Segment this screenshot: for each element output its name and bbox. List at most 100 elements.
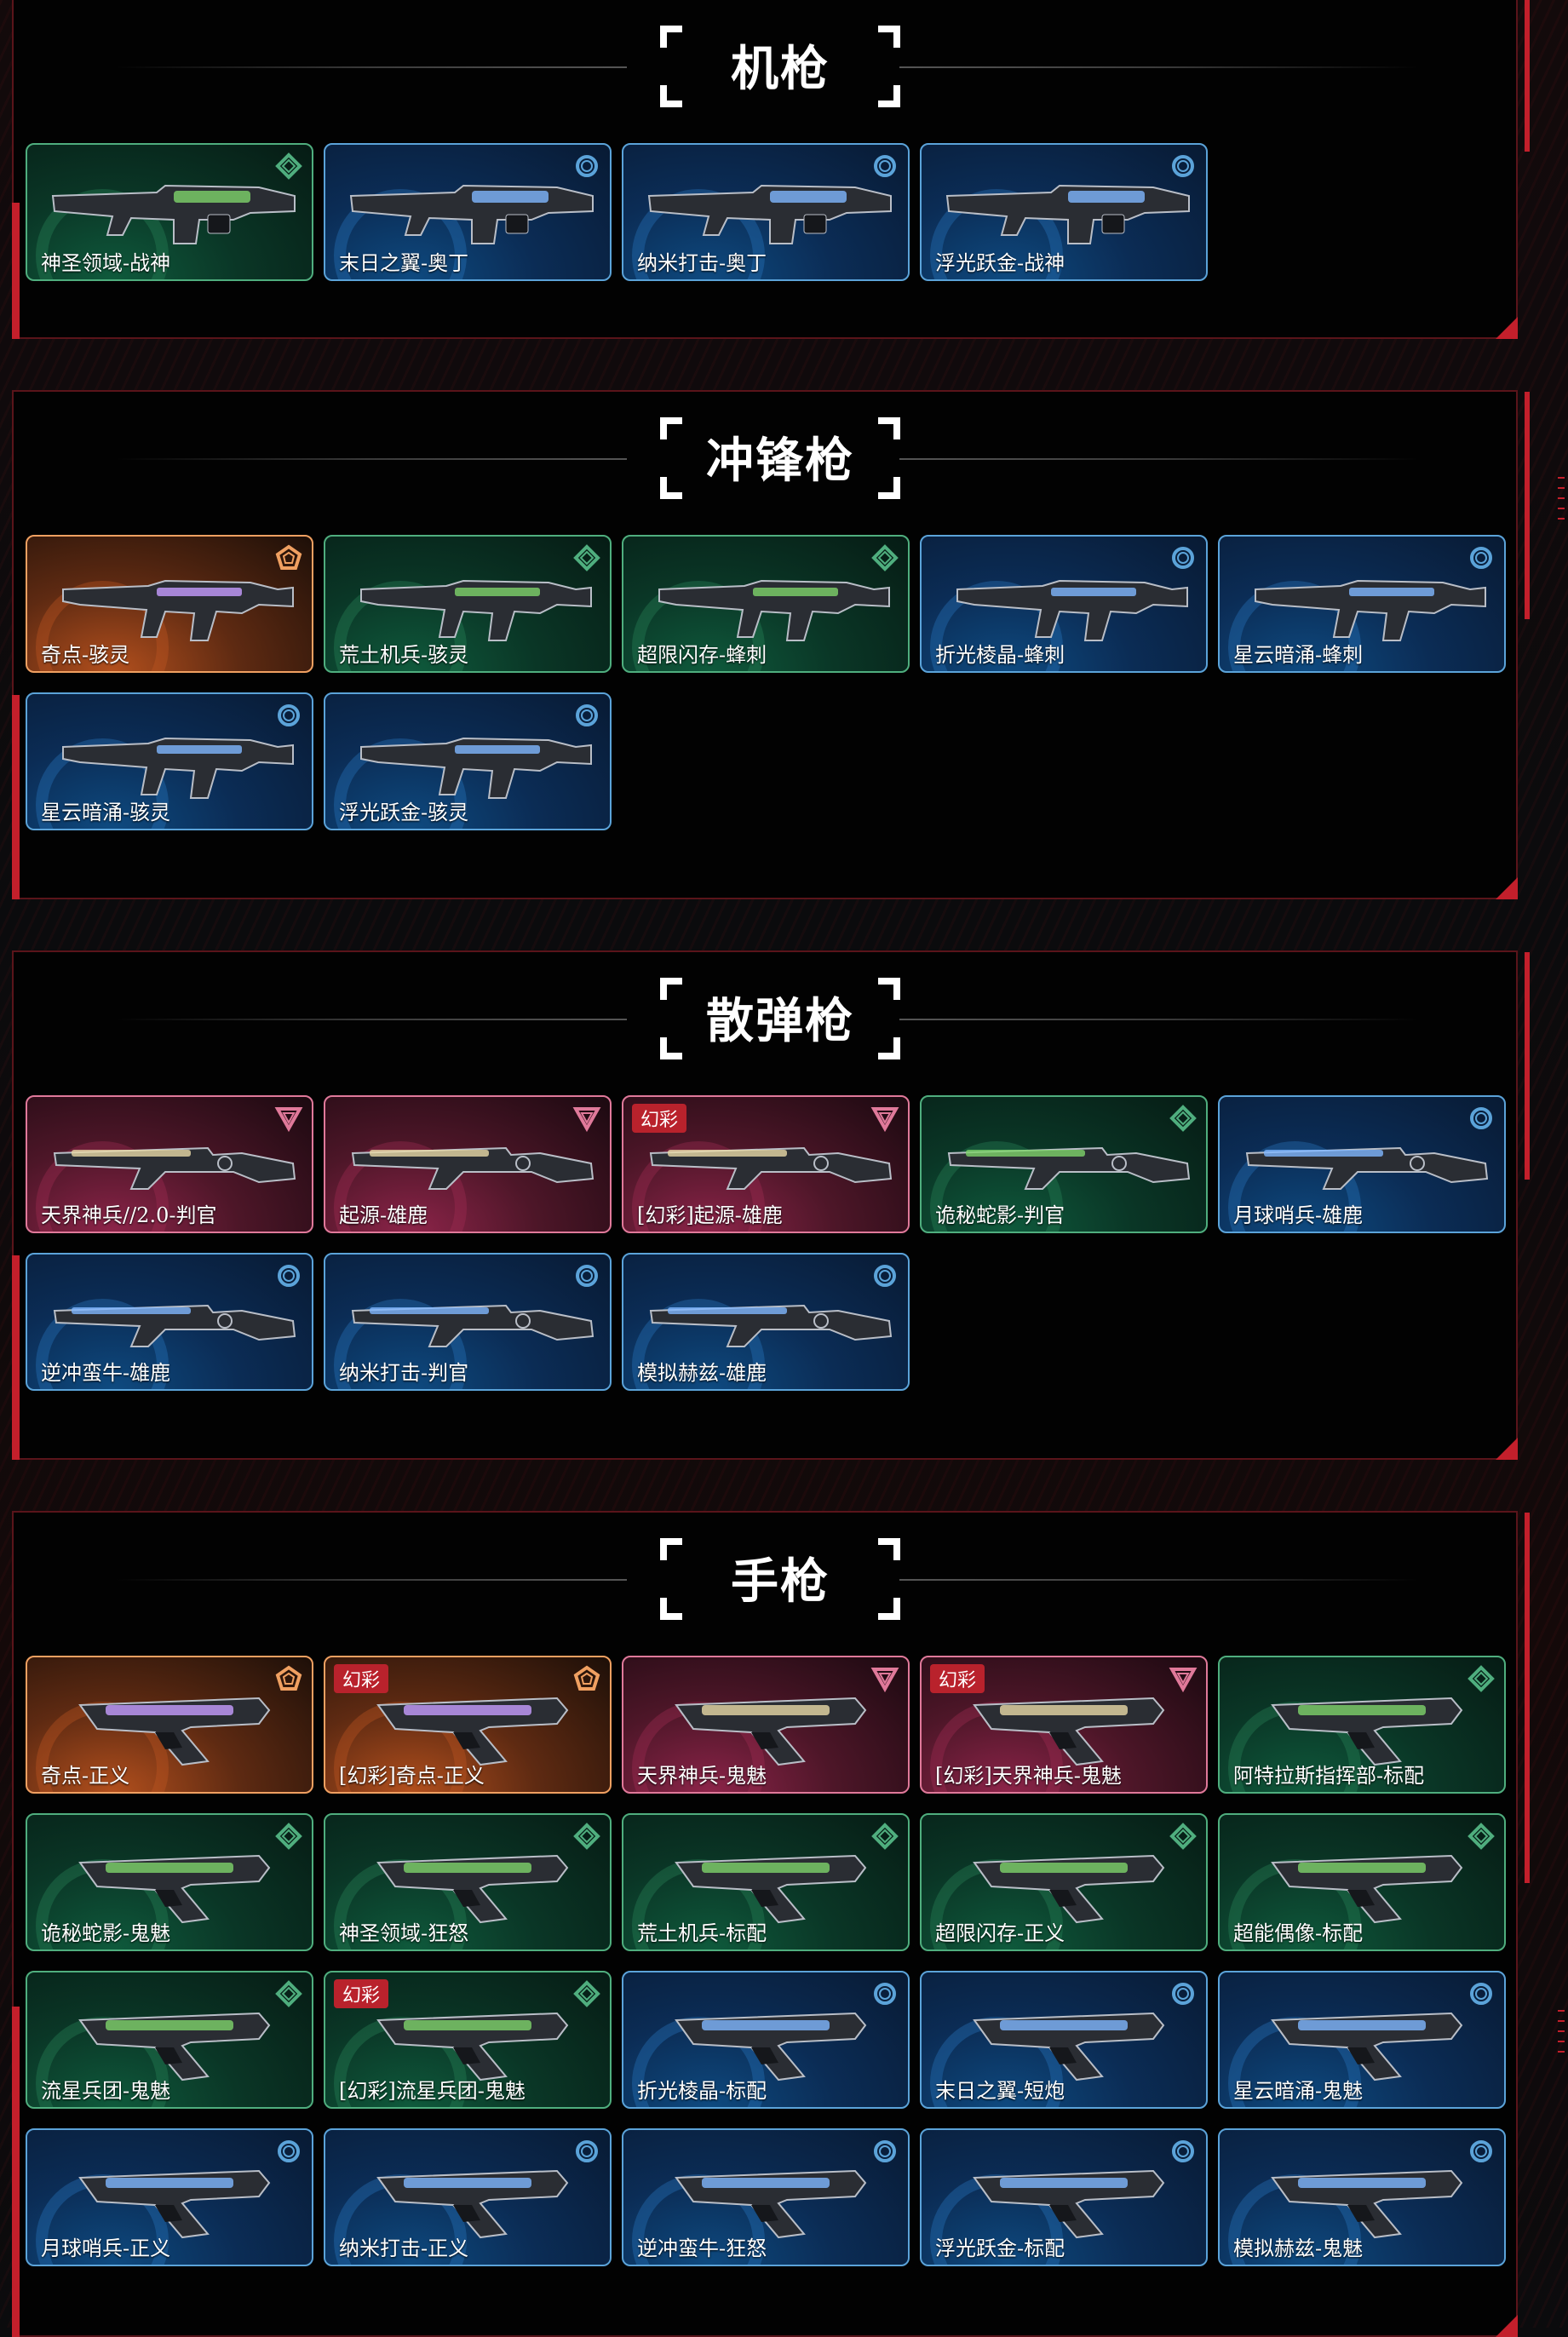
weapon-skin-card[interactable]: 幻彩[幻彩]奇点-正义 [324,1656,612,1794]
circle-tier-icon [874,2140,896,2162]
weapon-skin-image [649,1304,893,1347]
weapon-skin-card[interactable]: 神圣领域-狂怒 [324,1813,612,1951]
weapon-skin-image [62,579,294,641]
weapon-skin-card[interactable]: 逆冲蛮牛-雄鹿 [26,1253,313,1391]
weapon-skin-card[interactable]: 超限闪存-蜂刺 [622,535,910,673]
weapon-skin-card[interactable]: 奇点-正义 [26,1656,313,1794]
weapon-skin-card[interactable]: 幻彩 [幻彩]流星兵团-鬼魅 [324,1971,612,2109]
weapon-skin-card[interactable]: 末日之翼-短炮 [920,1971,1208,2109]
weapon-skin-card[interactable]: 神圣领域-战神 [26,143,313,281]
weapon-skin-image [658,579,890,641]
weapon-skin-card[interactable]: 月球哨兵-正义 [26,2128,313,2266]
weapon-skin-card[interactable]: 幻彩[幻彩]起源-雄鹿 [622,1095,910,1233]
weapon-skin-image [360,737,592,799]
section-title: 手枪 [731,1553,830,1610]
weapon-skin-image [376,1854,569,1924]
weapon-skin-name: 神圣领域-狂怒 [339,1921,469,1945]
circle-tier-icon [1470,1983,1492,2005]
weapon-skin-image [376,1697,569,1766]
triangle-tier-icon [870,1107,899,1133]
weapon-skin-name: [幻彩]奇点-正义 [339,1764,485,1788]
weapon-skin-name: 阿特拉斯指挥部-标配 [1233,1764,1425,1788]
chroma-badge: 幻彩 [334,1979,389,2008]
weapon-skin-name: 浮光跃金-标配 [935,2237,1065,2260]
weapon-skin-card[interactable]: 纳米打击-奥丁 [622,143,910,281]
circle-tier-icon [576,2140,598,2162]
weapon-skin-card[interactable]: 折光棱晶-蜂刺 [920,535,1208,673]
weapon-skin-card[interactable]: 奇点-骇灵 [26,535,313,673]
weapon-skin-card[interactable]: 模拟赫兹-雄鹿 [622,1253,910,1391]
weapon-skin-card[interactable]: 逆冲蛮牛-狂怒 [622,2128,910,2266]
weapon-skin-name: 起源-雄鹿 [339,1203,428,1227]
weapon-skin-name: 末日之翼-短炮 [935,2079,1065,2103]
header-divider-left [116,66,627,68]
panel-accent-strip [1525,392,1530,620]
pentagon-tier-icon [275,1665,302,1691]
circle-tier-icon [1470,2140,1492,2162]
triangle-tier-icon [274,1107,303,1133]
weapon-skin-card[interactable]: 浮光跃金-战神 [920,143,1208,281]
weapon-skin-card[interactable]: 纳米打击-判官 [324,1253,612,1391]
weapon-skin-card[interactable]: 流星兵团-鬼魅 [26,1971,313,2109]
section-header: 手枪 [14,1513,1516,1649]
hexagon-tier-icon [871,544,899,571]
weapon-skin-name: [幻彩]天界神兵-鬼魅 [935,1764,1122,1788]
weapon-skin-card[interactable]: 天界神兵-鬼魅 [622,1656,910,1794]
weapon-skin-image [351,1146,594,1190]
weapon-skin-name: 天界神兵-鬼魅 [637,1764,767,1788]
weapon-skin-card[interactable]: 星云暗涌-骇灵 [26,692,313,830]
weapon-skin-card[interactable]: 星云暗涌-鬼魅 [1218,1971,1506,2109]
weapon-skin-image [62,737,294,799]
weapon-skin-name: 模拟赫兹-雄鹿 [637,1361,767,1385]
weapon-skin-card[interactable]: 模拟赫兹-鬼魅 [1218,2128,1506,2266]
weapon-skin-card[interactable]: 折光棱晶-标配 [622,1971,910,2109]
weapon-skin-name: 超限闪存-正义 [935,1921,1065,1945]
weapon-skin-card[interactable]: 超能偶像-标配 [1218,1813,1506,1951]
weapon-skin-card[interactable]: 浮光跃金-标配 [920,2128,1208,2266]
weapon-skin-image [647,184,892,244]
weapon-skin-image [675,1697,867,1766]
circle-tier-icon [874,1265,896,1287]
weapon-skin-card[interactable]: 浮光跃金-骇灵 [324,692,612,830]
weapon-skin-card[interactable]: 起源-雄鹿 [324,1095,612,1233]
header-divider-right [899,66,1419,68]
weapon-skin-image [360,579,592,641]
weapon-skin-card[interactable]: 诡秘蛇影-判官 [920,1095,1208,1233]
header-divider-right [899,458,1419,460]
weapon-skin-image [675,2012,867,2081]
weapon-skin-card[interactable]: 星云暗涌-蜂刺 [1218,535,1506,673]
weapon-skin-image [973,2012,1165,2081]
weapon-skin-name: 纳米打击-正义 [339,2237,469,2260]
circle-tier-icon [1470,547,1492,569]
weapon-skin-card[interactable]: 天界神兵//2.0-判官 [26,1095,313,1233]
weapon-skin-name: 荒土机兵-骇灵 [339,643,469,667]
weapon-skin-card[interactable]: 纳米打击-正义 [324,2128,612,2266]
weapon-skin-name: 超限闪存-蜂刺 [637,643,767,667]
hexagon-tier-icon [573,1823,600,1850]
weapon-skin-card[interactable]: 诡秘蛇影-鬼魅 [26,1813,313,1951]
weapon-skin-card[interactable]: 阿特拉斯指挥部-标配 [1218,1656,1506,1794]
weapon-skin-card[interactable]: 月球哨兵-雄鹿 [1218,1095,1506,1233]
weapon-skin-image [349,184,594,244]
weapon-skin-name: 纳米打击-判官 [339,1361,469,1385]
weapon-skin-card[interactable]: 荒土机兵-骇灵 [324,535,612,673]
weapon-skin-card[interactable]: 超限闪存-正义 [920,1813,1208,1951]
hexagon-tier-icon [1467,1823,1495,1850]
weapon-skin-image [51,184,296,244]
weapon-skin-card[interactable]: 幻彩[幻彩]天界神兵-鬼魅 [920,1656,1208,1794]
weapon-skin-image [1245,1146,1489,1190]
weapon-skin-image [675,1854,867,1924]
weapon-skin-card[interactable]: 末日之翼-奥丁 [324,143,612,281]
weapon-skin-name: [幻彩]起源-雄鹿 [637,1203,783,1227]
header-divider-left [116,1019,627,1020]
weapon-skin-card[interactable]: 荒土机兵-标配 [622,1813,910,1951]
circle-tier-icon [576,704,598,726]
section-pistols: 手枪 奇点-正义 幻彩[幻彩]奇点-正义 天界神兵-鬼魅 幻彩[幻彩]天界神兵-… [12,1511,1530,2337]
weapon-skin-name: 浮光跃金-战神 [935,251,1065,275]
right-edge-ticks [1558,2010,1565,2061]
weapon-skin-image [956,579,1188,641]
weapon-skin-name: 月球哨兵-雄鹿 [1233,1203,1364,1227]
weapon-skin-name: [幻彩]流星兵团-鬼魅 [339,2079,526,2103]
weapon-skin-name: 逆冲蛮牛-雄鹿 [41,1361,171,1385]
circle-tier-icon [874,1983,896,2005]
